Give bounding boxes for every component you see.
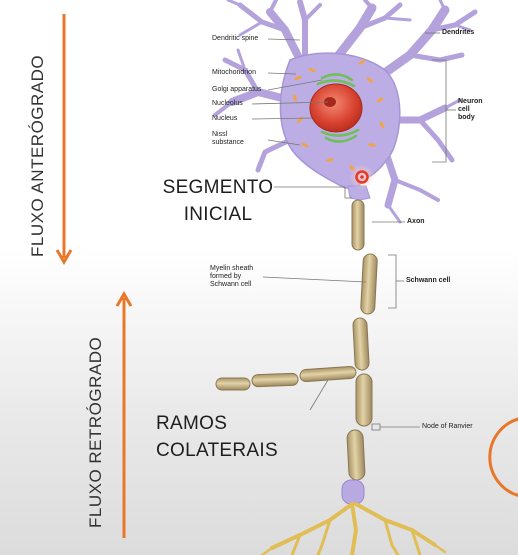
collateral-branches-line2: COLATERAIS	[156, 440, 278, 461]
label-dendrites: Dendrites	[442, 29, 475, 36]
axon-terminals	[260, 502, 447, 555]
label-cell-body-line3: body	[458, 114, 475, 121]
label-node-of-ranvier: Node of Ranvier	[422, 423, 473, 430]
nucleolus	[324, 97, 336, 107]
leader-lines	[251, 32, 456, 431]
collateral-branches-line1: RAMOS	[156, 413, 228, 434]
label-cell-body-line2: cell	[458, 106, 470, 113]
label-dendritic-spine: Dendritic spine	[212, 35, 259, 42]
label-mitochondrion: Mitochondrion	[212, 69, 256, 76]
anterograde-arrow	[55, 14, 73, 265]
label-cell-body: Neuron cell body	[458, 98, 483, 122]
axon-trunk	[341, 199, 378, 505]
label-myelin-line1: Myelin sheath	[210, 265, 254, 272]
label-nissl: Nissl substance	[212, 131, 244, 147]
retrograde-label: FLUXO RETRÓGRADO	[86, 336, 105, 528]
label-myelin-line3: Schwann cell	[210, 281, 252, 288]
initial-segment-line2: INICIAL	[183, 204, 253, 225]
collateral-branches-label: RAMOS COLATERAIS	[156, 410, 278, 464]
nucleus	[309, 83, 363, 133]
initial-segment-dot	[360, 175, 364, 179]
initial-segment-marker	[355, 170, 369, 184]
label-axon: Axon	[407, 218, 425, 225]
label-schwann-cell: Schwann cell	[406, 277, 451, 284]
edge-orange-arc	[488, 417, 518, 497]
retrograde-arrow	[115, 291, 133, 538]
label-golgi: Golgi apparatus	[212, 86, 262, 93]
label-nissl-line2: substance	[212, 139, 244, 146]
label-nucleolus: Nucleolus	[212, 100, 243, 107]
collateral-branch	[215, 365, 357, 391]
label-nissl-line1: Nissl	[212, 131, 228, 138]
label-nucleus: Nucleus	[212, 115, 238, 122]
golgi-apparatus	[316, 73, 360, 143]
initial-segment-label: SEGMENTO INICIAL	[158, 174, 278, 228]
label-myelin-line2: formed by	[210, 273, 242, 280]
label-myelin-sheath: Myelin sheath formed by Schwann cell	[210, 265, 253, 289]
anterograde-label: FLUXO ANTERÓGRADO	[28, 54, 47, 257]
initial-segment-line1: SEGMENTO	[162, 177, 274, 198]
label-cell-body-line1: Neuron	[458, 98, 483, 105]
